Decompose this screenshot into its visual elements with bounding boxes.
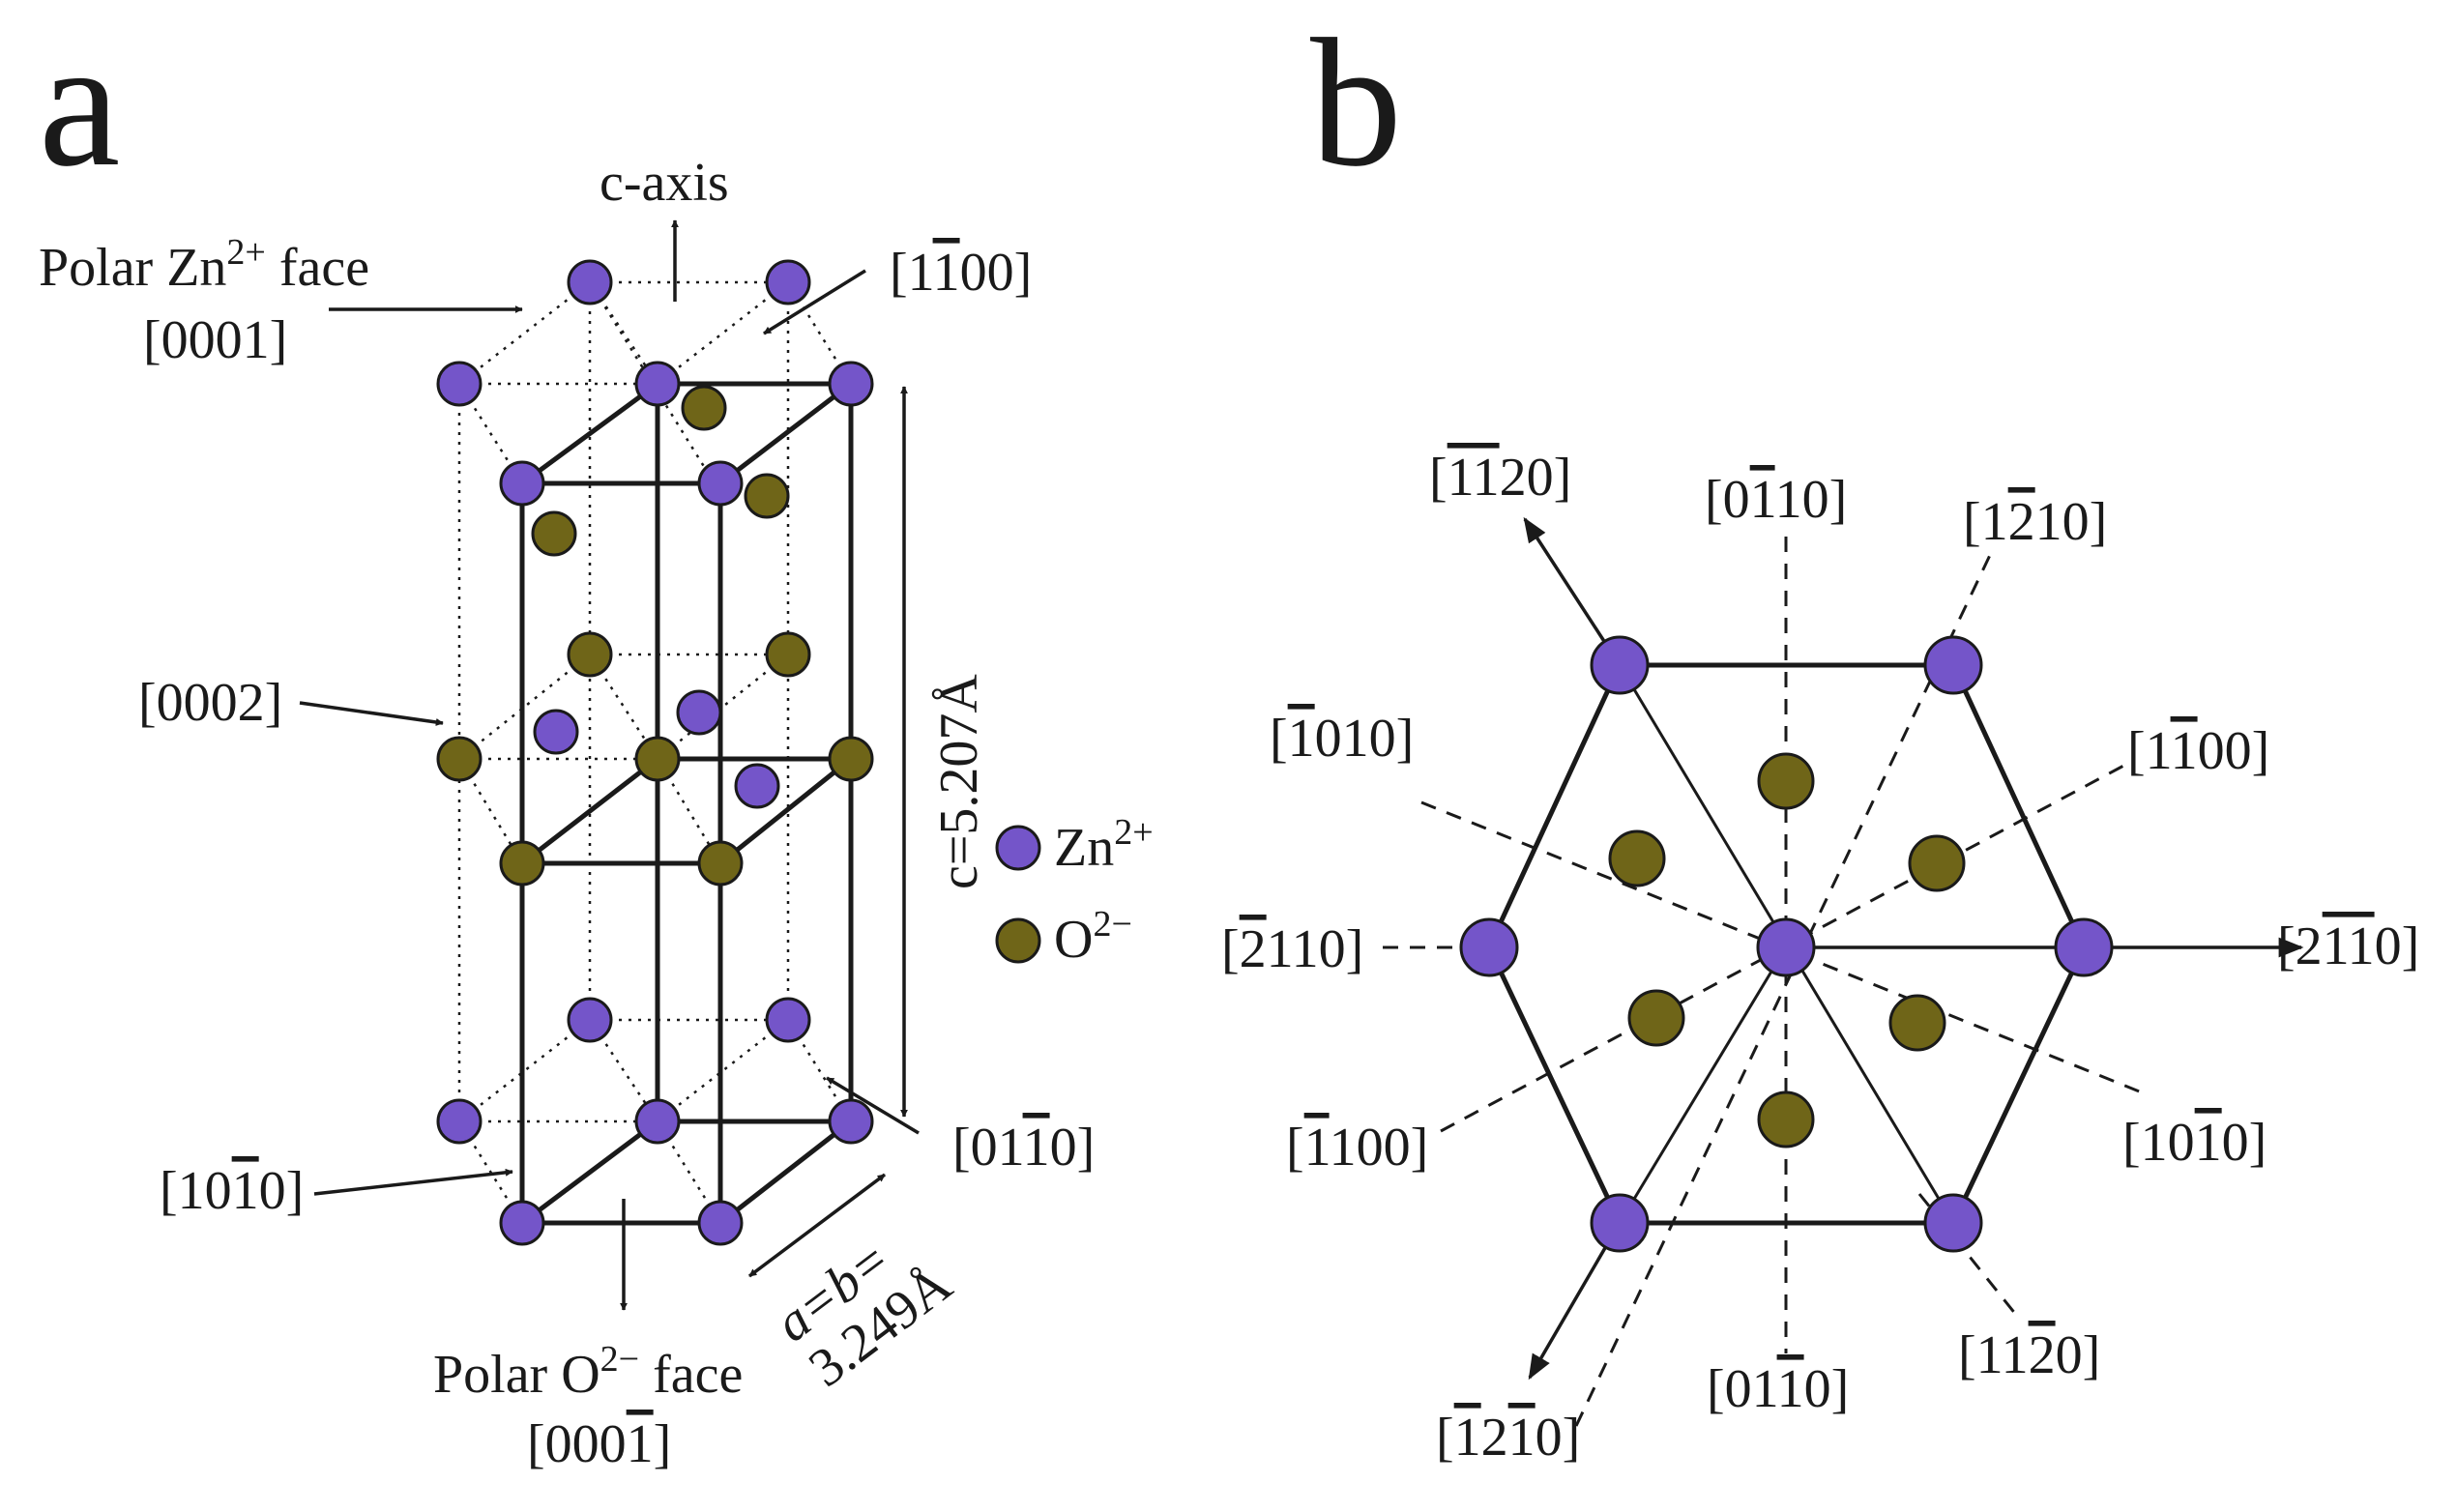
o-atom bbox=[634, 736, 681, 782]
o-atom bbox=[1757, 1090, 1815, 1149]
panel-a: a bbox=[39, 2, 1154, 1474]
label-m12m10: [1210] bbox=[1436, 1408, 1580, 1468]
idx-10m10-label-a: [1010] bbox=[160, 1161, 304, 1221]
zn-atom bbox=[1756, 917, 1816, 977]
o-atom bbox=[1888, 994, 1946, 1052]
m1m100-label-a: [1100] bbox=[890, 243, 1032, 303]
atoms-a bbox=[436, 259, 874, 1246]
o-atom bbox=[1908, 834, 1966, 892]
unit-cell-edges bbox=[519, 381, 854, 1226]
polar-o-face-label: Polar O2− face bbox=[433, 1339, 743, 1405]
legend-o-label: O2− bbox=[1054, 904, 1132, 970]
panel-b-letter: b bbox=[1310, 2, 1402, 205]
o-atom bbox=[567, 631, 613, 678]
zn-atom bbox=[765, 997, 811, 1043]
arrows-a bbox=[299, 219, 920, 1311]
idx-01m10-arrow bbox=[826, 1076, 920, 1135]
zn-atom bbox=[499, 460, 545, 507]
o-atom bbox=[436, 736, 483, 782]
polar-zn-face-label: Polar Zn2+ face bbox=[39, 232, 369, 298]
legend-zn-label: Zn2+ bbox=[1054, 812, 1154, 878]
zn-atom bbox=[567, 259, 613, 305]
zn-atom bbox=[1923, 1193, 1983, 1253]
idx-0002-arrow bbox=[299, 701, 444, 726]
zn-atom bbox=[676, 689, 722, 736]
c-dimension-label: c=5.207Å bbox=[929, 674, 989, 889]
panel-a-letter: a bbox=[39, 2, 120, 205]
zn-face-index-label: [0001] bbox=[143, 310, 287, 370]
zn-atom bbox=[697, 460, 744, 507]
label-m1100: [1100] bbox=[1286, 1118, 1428, 1178]
label-11m20: [1120] bbox=[1958, 1325, 2100, 1385]
m1m100-arrow bbox=[763, 269, 866, 335]
zn-atom bbox=[634, 1098, 681, 1145]
label-m1010: [1010] bbox=[1270, 709, 1414, 769]
panel-b: b bbox=[1221, 2, 2419, 1468]
zn-atom bbox=[634, 361, 681, 407]
direction-labels: [1120] [0110] [1210] [1010] [1100] [2110… bbox=[1221, 448, 2419, 1468]
zn-atom bbox=[499, 1200, 545, 1246]
o-atom bbox=[697, 840, 744, 887]
label-2m1m10: [2110] bbox=[2277, 916, 2419, 976]
legend: Zn2+ O2− bbox=[995, 812, 1154, 970]
idx-10m10-arrow bbox=[313, 1168, 513, 1196]
label-1m210: [1210] bbox=[1963, 492, 2107, 552]
zn-atom bbox=[1923, 635, 1983, 695]
ab-dimension-arrow bbox=[747, 1173, 887, 1278]
zn-atom bbox=[2054, 917, 2114, 977]
o-atom bbox=[1608, 829, 1666, 887]
zn-atom bbox=[1590, 1193, 1650, 1253]
label-1m100-b: [1100] bbox=[2127, 721, 2269, 781]
zn-atom bbox=[436, 1098, 483, 1145]
legend-o-swatch bbox=[995, 917, 1041, 964]
atoms-b bbox=[1459, 635, 2114, 1253]
zn-atom bbox=[1590, 635, 1650, 695]
zn-atom bbox=[533, 709, 579, 755]
o-atom bbox=[828, 736, 874, 782]
o-atom bbox=[531, 510, 577, 557]
zn-atom bbox=[567, 997, 613, 1043]
o-atom bbox=[681, 385, 727, 431]
zn-atom bbox=[828, 1098, 874, 1145]
idx-0002-label: [0002] bbox=[138, 673, 282, 733]
zn-atom bbox=[436, 361, 483, 407]
zn-atom bbox=[697, 1200, 744, 1246]
label-m2110: [2110] bbox=[1221, 919, 1363, 979]
o-face-index-label: [0001] bbox=[527, 1414, 671, 1474]
ab-dimension-label: a=b= 3.249Å bbox=[765, 1230, 964, 1399]
label-01m10-bot: [0110] bbox=[1707, 1359, 1849, 1419]
o-atom bbox=[1757, 752, 1815, 810]
zn-atom bbox=[828, 361, 874, 407]
c-axis-label: c-axis bbox=[600, 153, 729, 213]
o-atom bbox=[499, 840, 545, 887]
label-m1m120: [1120] bbox=[1429, 448, 1571, 508]
legend-zn-swatch bbox=[995, 825, 1041, 871]
zn-atom bbox=[734, 763, 780, 809]
o-atom bbox=[765, 631, 811, 678]
zn-atom bbox=[1459, 917, 1519, 977]
label-10m10-b: [1010] bbox=[2122, 1113, 2267, 1173]
dashed-directions bbox=[1383, 537, 2143, 1427]
o-atom bbox=[1627, 989, 1685, 1047]
label-0m110-top: [0110] bbox=[1705, 470, 1847, 530]
zn-atom bbox=[765, 259, 811, 305]
idx-01m10-label-a: [0110] bbox=[952, 1118, 1095, 1178]
o-atom bbox=[744, 473, 790, 519]
